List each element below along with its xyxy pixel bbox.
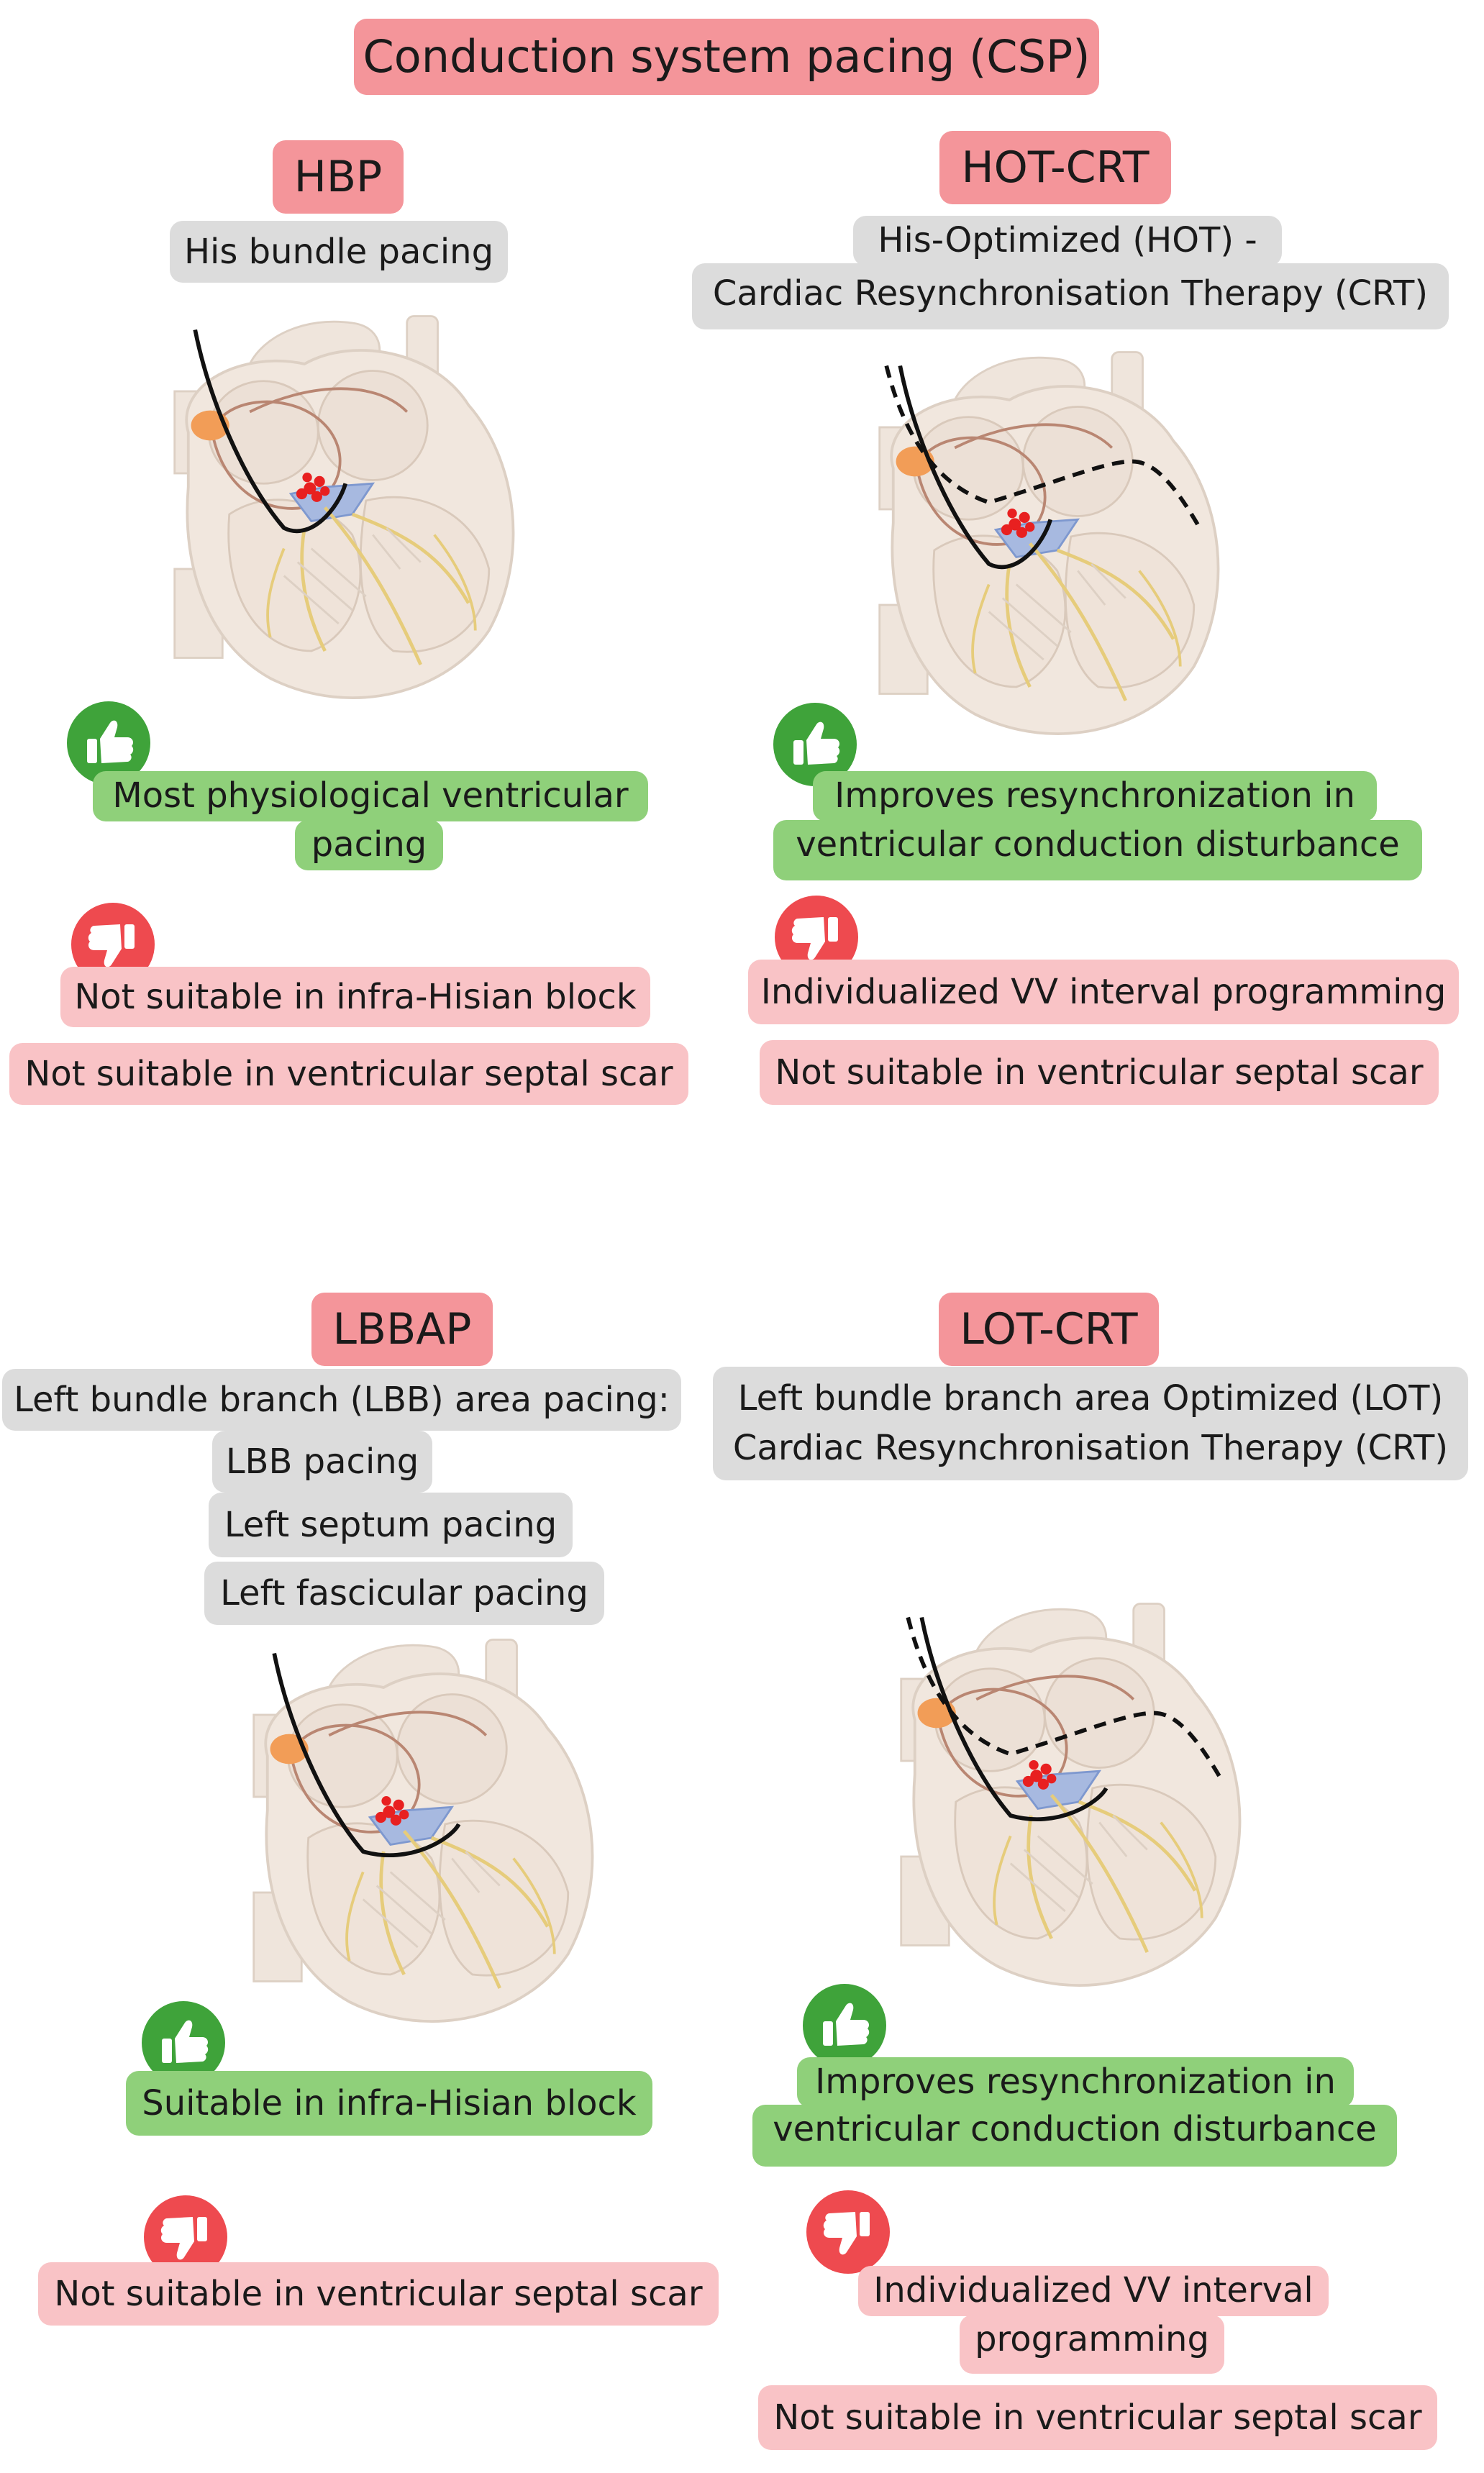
lbbap-header: LBBAP (311, 1293, 493, 1366)
hot-crt-pro-1: Improves resynchronization in (813, 771, 1377, 821)
hbp-subtitle: His bundle pacing (170, 221, 508, 283)
hbp-pro: Most physiological ventricular (93, 771, 648, 821)
hot-crt-header: HOT-CRT (939, 131, 1171, 204)
hbp-heart-diagram (137, 309, 561, 719)
lot-crt-thumbs-up-icon (803, 1984, 886, 2067)
hbp-header: HBP (273, 140, 404, 214)
lot-crt-con-1: Individualized VV interval (858, 2266, 1329, 2316)
hbp-con-1: Not suitable in infra-Hisian block (60, 967, 650, 1027)
lbbap-thumbs-up-icon (142, 2001, 225, 2085)
lot-crt-pro-2: ventricular conduction disturbance (752, 2105, 1397, 2167)
hot-crt-pro-2: ventricular conduction disturbance (773, 820, 1422, 880)
hbp-pro-cont: pacing (295, 820, 443, 870)
lbbap-pacing-lead (272, 1652, 461, 1857)
lot-crt-pro-1: Improves resynchronization in (797, 2057, 1354, 2108)
lbbap-subtype-left-fascicular: Left fascicular pacing (204, 1562, 604, 1625)
lbbap-con-1: Not suitable in ventricular septal scar (38, 2262, 719, 2326)
hot-crt-con-1: Individualized VV interval programming (748, 960, 1459, 1024)
lbbap-subtype-lbb-pacing: LBB pacing (212, 1431, 432, 1493)
page-title: Conduction system pacing (CSP) (354, 19, 1099, 95)
hot-crt-subtitle-2: Cardiac Resynchronisation Therapy (CRT) (692, 263, 1449, 329)
lbbap-pro: Suitable in infra-Hisian block (126, 2071, 652, 2136)
hot-crt-heart-diagram (842, 345, 1266, 755)
hbp-con-2: Not suitable in ventricular septal scar (9, 1043, 688, 1105)
hot-crt-subtitle-1: His-Optimized (HOT) - (853, 216, 1282, 266)
lbbap-heart-diagram (216, 1633, 640, 2043)
lot-crt-subtitle: Left bundle branch area Optimized (LOT) … (713, 1367, 1468, 1480)
lot-crt-heart-diagram (863, 1597, 1288, 2007)
lot-crt-lbb-lead (919, 1616, 1109, 1821)
lot-crt-thumbs-down-icon (806, 2190, 890, 2274)
hot-crt-lv-lead (884, 365, 1203, 531)
lot-crt-con-1-cont: programming (960, 2315, 1224, 2374)
lot-crt-con-2: Not suitable in ventricular septal scar (758, 2385, 1437, 2450)
hbp-pacing-lead (193, 329, 347, 534)
hbp-thumbs-up-icon (67, 701, 150, 785)
lot-crt-lv-lead (906, 1616, 1224, 1782)
hot-crt-con-2: Not suitable in ventricular septal scar (760, 1040, 1439, 1105)
lbbap-subtitle: Left bundle branch (LBB) area pacing: (2, 1369, 681, 1431)
hot-crt-his-lead (898, 365, 1052, 570)
lot-crt-header: LOT-CRT (939, 1293, 1159, 1366)
lbbap-subtype-left-septum: Left septum pacing (209, 1493, 573, 1557)
